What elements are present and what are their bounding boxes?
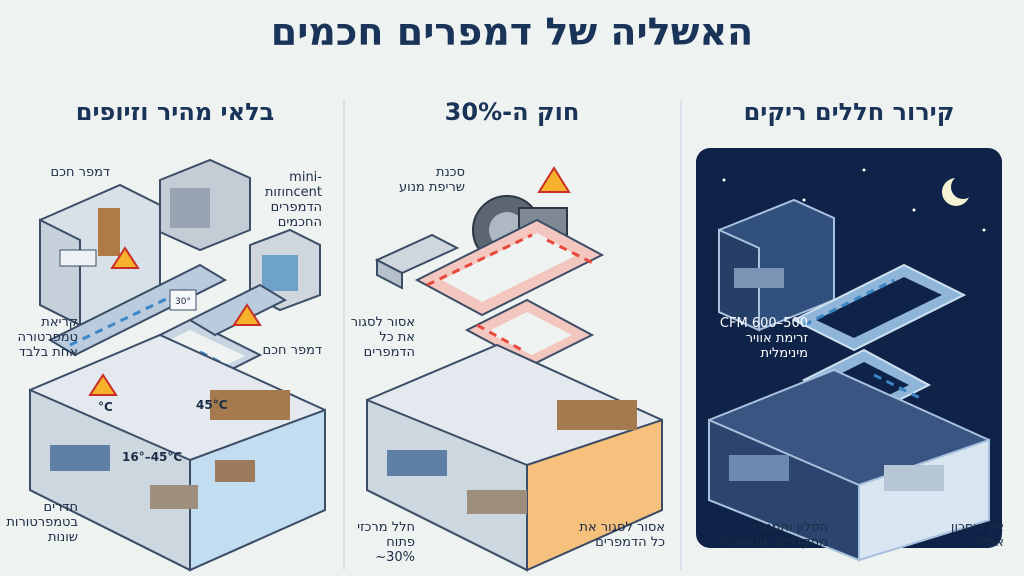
thermostat-readout: 30° [175, 297, 191, 307]
label-mini-central: mini-centחוזות הדמפרים החכמים [264, 170, 322, 230]
label-motor-burnout-risk: סכנת שריפת מנוע [399, 165, 465, 195]
panel-title-left: בלאי מהיר וזיופים [75, 98, 275, 126]
house-illustration-middle [366, 166, 663, 572]
label-no-real-savings: אין חיסכון אמיתי [950, 520, 1004, 550]
label-smart-damper-top: דמפר חכם [50, 165, 110, 180]
panel-divider-left [343, 100, 345, 570]
panel-wear-and-fakes: בלאי מהיר וזיופים 30° ד [6, 90, 340, 576]
label-smart-damper-right: דמפר חכם [262, 343, 322, 358]
house-illustration-left: 30° [29, 158, 326, 572]
panel-title-middle: חוק ה-30% [444, 98, 580, 126]
label-central-open: חלל מרכזי פתוח 30%~ [357, 520, 415, 565]
label-rooms-different-temps: חדרים בטמפרטורות שונות [6, 500, 78, 545]
label-living-kitchen-cool: הסלון והמטבח מתקררים אוטומטית [718, 520, 828, 550]
temp-label-a: °C [98, 400, 113, 414]
label-do-not-close-all: אסור לסגור את כל הדמפרים [579, 520, 665, 550]
temp-label-c: 16°–45°C [122, 450, 183, 464]
label-min-airflow: 500–600 CFM זרימת אוויר מינימלית [719, 316, 808, 361]
label-single-reading: קריאת טמפרטורה אחת בלבד [17, 315, 78, 360]
house-illustration-right [696, 148, 1002, 562]
temp-label-b: 45°C [196, 398, 228, 412]
panel-divider-right [680, 100, 682, 570]
page-title: האשליה של דמפרים חכמים [270, 10, 754, 54]
panel-empty-spaces-cooling: קירור חללים ריקים 500–600 CFM זרימת אווי… [684, 90, 1014, 576]
panel-30-percent-rule: חוק ה-30% סכנת שריפת מנוע אסור לסגור את … [347, 90, 677, 576]
label-do-not-close-dampers: אסור לסגור את כל הדמפרים [350, 315, 415, 360]
panel-title-right: קירור חללים ריקים [743, 98, 955, 126]
